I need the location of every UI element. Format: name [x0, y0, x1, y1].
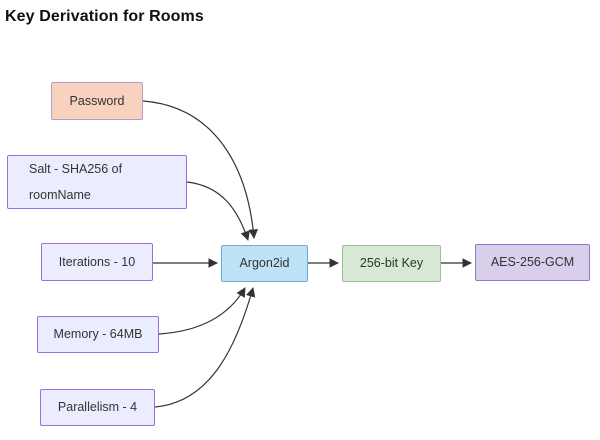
- node-iterations: Iterations - 10: [41, 243, 153, 281]
- node-salt-line2: roomName: [29, 188, 91, 202]
- edge-parallelism-argon2id: [154, 287, 256, 408]
- node-argon2id-label: Argon2id: [239, 256, 290, 270]
- edge-memory-argon2id: [158, 287, 246, 335]
- node-aes: AES-256-GCM: [475, 244, 590, 281]
- node-memory: Memory - 64MB: [37, 316, 159, 353]
- node-argon2id: Argon2id: [221, 245, 308, 282]
- node-password-label: Password: [69, 93, 125, 108]
- node-key256-label: 256-bit Key: [359, 256, 424, 270]
- edge-salt-argon2id: [186, 181, 250, 241]
- node-key256: 256-bit Key: [342, 245, 441, 282]
- node-salt-line1: Salt - SHA256 of: [29, 162, 123, 176]
- node-password: Password: [51, 82, 143, 120]
- node-salt-label: Salt - SHA256 of roomName: [29, 156, 122, 208]
- node-aes-label: AES-256-GCM: [490, 255, 575, 269]
- edge-password-argon2id: [142, 100, 259, 239]
- node-parallelism-label: Parallelism - 4: [57, 400, 138, 414]
- node-memory-label: Memory - 64MB: [53, 327, 143, 341]
- node-salt: Salt - SHA256 of roomName: [7, 155, 187, 209]
- page-title: Key Derivation for Rooms: [5, 8, 204, 25]
- node-parallelism: Parallelism - 4: [40, 389, 155, 426]
- node-iterations-label: Iterations - 10: [58, 254, 136, 269]
